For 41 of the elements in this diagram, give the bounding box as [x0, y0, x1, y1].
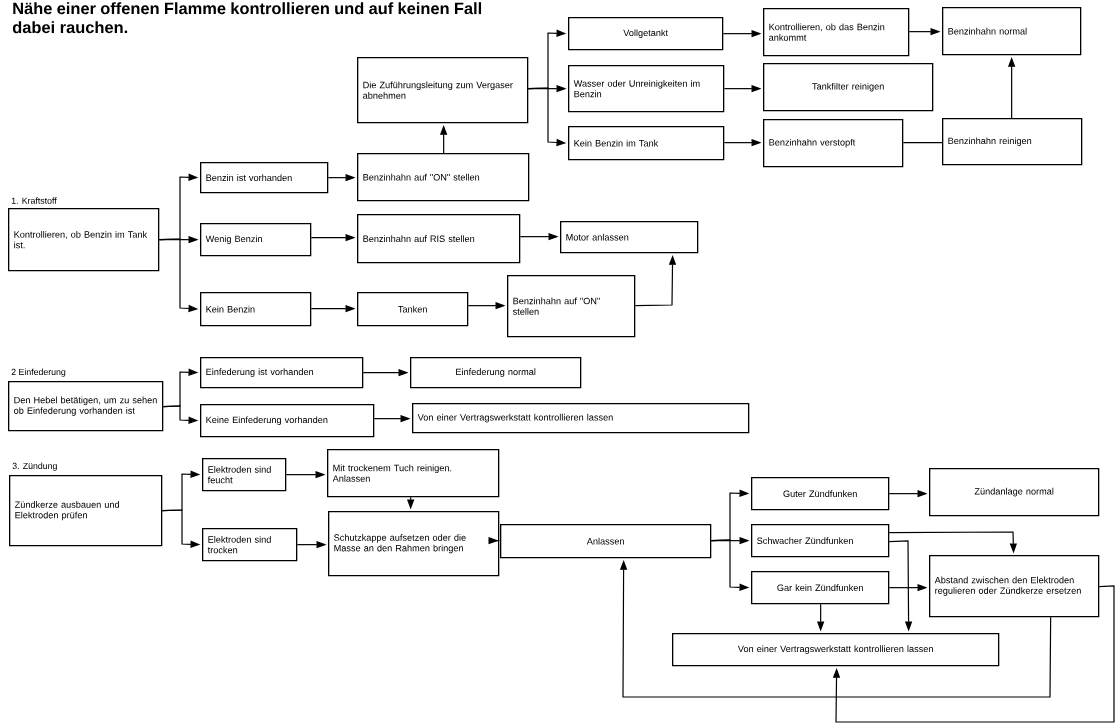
process-box: Einfederung normal	[410, 357, 582, 389]
process-box: Tankfilter reinigen	[763, 63, 934, 112]
arrow	[488, 536, 500, 545]
process-box: Den Hebel betätigen, um zu sehen ob Einfederung vorhanden ist	[8, 381, 164, 432]
section-heading: 2 Einfederung	[11, 368, 66, 377]
process-box: Von einer Vertragswerkstatt kontrollieren lassen	[412, 403, 750, 434]
section-heading: 3. Zündung	[12, 462, 57, 471]
process-box: Kontrollieren, ob das Benzin ankommt	[763, 8, 910, 57]
arrow	[832, 585, 1115, 723]
process-box: Abstand zwischen den Elektroden regulieren oder Zündkerze ersetzen	[929, 555, 1100, 618]
process-box: Benzinhahn normal	[942, 7, 1082, 56]
process-box: Benzinhahn auf RIS stellen	[357, 214, 521, 264]
process-box: Von einer Vertragswerkstatt kontrollieren lassen	[672, 633, 1000, 667]
process-box: Zündanlage normal	[929, 468, 1100, 517]
process-box: Benzinhahn reinigen	[942, 118, 1083, 166]
process-box: Zündkerze ausbauen und Elektroden prüfen	[9, 475, 163, 547]
process-box: Motor anlassen	[560, 221, 699, 254]
process-box: Vollgetankt	[568, 17, 724, 51]
section-heading: 1. Kraftstoff	[11, 197, 57, 204]
warning-note: Nähe einer offenen Flamme kontrollieren und auf keinen Fall dabei rauchen.	[12, 2, 482, 34]
process-box: Benzin ist vorhanden	[200, 162, 329, 194]
process-box: Kontrollieren, ob Benzin im Tank ist.	[8, 208, 160, 272]
process-box: Guter Zündfunken	[751, 477, 890, 511]
process-box: Elektroden sind trocken	[202, 528, 298, 562]
process-box: Mit trockenem Tuch reinigen. Anlassen	[327, 449, 500, 498]
process-box: Schwacher Zündfunken	[751, 524, 890, 558]
process-box: Kein Benzin	[200, 292, 312, 327]
process-box: Benzinhahn auf "ON" stellen	[507, 275, 636, 338]
process-box: Kein Benzin im Tank	[568, 126, 725, 161]
process-box: Anlassen	[500, 524, 712, 559]
process-box: Schutzkappe aufsetzen oder die Masse an den Rahmen bringen	[328, 511, 500, 577]
process-box: Keine Einfederung vorhanden	[200, 404, 375, 438]
process-box: Wenig Benzin	[200, 223, 312, 257]
process-box: Benzinhahn auf "ON" stellen	[357, 153, 530, 202]
process-box: Gar kein Zündfunken	[751, 571, 890, 605]
process-box: Elektroden sind feucht	[202, 458, 287, 492]
process-box: Wasser oder Unreinigkeiten im Benzin	[568, 65, 725, 113]
process-box: Die Zuführungsleitung zum Vergaser abnehmen	[357, 57, 529, 124]
process-box: Benzinhahn verstopft	[763, 119, 904, 168]
process-box: Tanken	[357, 292, 469, 327]
process-box: Einfederung ist vorhanden	[200, 357, 364, 389]
